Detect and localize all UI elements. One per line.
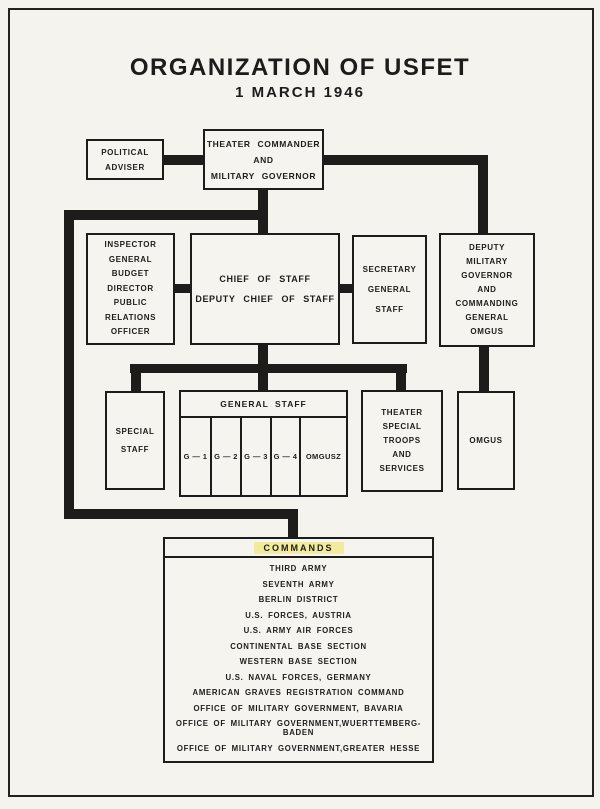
box-omgus: OMGUS [457, 391, 515, 490]
connector-theater-chief [258, 188, 268, 235]
command-item: THIRD ARMY [269, 564, 328, 574]
command-item: U.S. NAVAL FORCES, GERMANY [225, 672, 372, 682]
page-subtitle: 1 MARCH 1946 [235, 84, 365, 101]
general-staff-cells: G — 1 G — 2 G — 3 G — 4 OMGUSZ [181, 418, 346, 495]
page-title: ORGANIZATION OF USFET [129, 54, 471, 81]
general-staff-cell-g2: G — 2 [212, 418, 242, 495]
command-item: OFFICE OF MILITARY GOVERNMENT,WUERTTEMBE… [175, 719, 422, 738]
commands-header: COMMANDS [165, 539, 432, 558]
command-item: AMERICAN GRAVES REGISTRATION COMMAND [192, 688, 405, 698]
connector-left-vertical-bar [64, 210, 74, 519]
box-secretary-general-staff: SECRETARY GENERAL STAFF [352, 235, 427, 344]
command-item: OFFICE OF MILITARY GOVERNMENT, BAVARIA [193, 703, 404, 713]
connector-staffrow-horizontal [130, 364, 407, 373]
connector-chief-secretary [338, 284, 354, 293]
connector-political-theater [162, 155, 205, 165]
command-item: U.S. FORCES, AUSTRIA [245, 610, 352, 620]
connector-commands-horizontal [64, 509, 298, 519]
box-deputy-military-governor: DEPUTY MILITARY GOVERNOR AND COMMANDING … [439, 233, 535, 347]
connector-commands-stub [288, 512, 298, 539]
connector-chief-staffrow [258, 343, 268, 366]
connector-inspector-chief [173, 284, 192, 293]
command-item: OFFICE OF MILITARY GOVERNMENT,GREATER HE… [176, 743, 421, 753]
box-commands: COMMANDS THIRD ARMY SEVENTH ARMY BERLIN … [163, 537, 434, 763]
connector-stub-special-staff [131, 371, 141, 392]
box-general-staff: GENERAL STAFF G — 1 G — 2 G — 3 G — 4 OM… [179, 390, 348, 497]
box-special-staff: SPECIAL STAFF [105, 391, 165, 490]
general-staff-cell-g3: G — 3 [242, 418, 272, 495]
general-staff-cell-g1: G — 1 [181, 418, 212, 495]
box-chief-of-staff: CHIEF OF STAFF DEPUTY CHIEF OF STAFF [190, 233, 340, 345]
commands-list: THIRD ARMY SEVENTH ARMY BERLIN DISTRICT … [165, 558, 432, 759]
general-staff-cell-omgusz: OMGUSZ [305, 452, 342, 461]
commands-header-highlight: COMMANDS [253, 541, 344, 554]
connector-left-branch-horizontal [64, 210, 262, 220]
command-item: U.S. ARMY AIR FORCES [243, 626, 354, 636]
command-item: WESTERN BASE SECTION [239, 657, 358, 667]
box-theater-special-troops: THEATER SPECIAL TROOPS AND SERVICES [361, 390, 443, 492]
connector-theater-deputy-horizontal [322, 155, 488, 165]
command-item: BERLIN DISTRICT [258, 595, 339, 605]
command-item: CONTINENTAL BASE SECTION [230, 641, 367, 651]
box-political-adviser: POLITICAL ADVISER [86, 139, 164, 180]
command-item: SEVENTH ARMY [262, 579, 335, 589]
box-theater-commander: THEATER COMMANDER AND MILITARY GOVERNOR [203, 129, 324, 190]
connector-stub-general-staff [258, 371, 268, 391]
general-staff-cell-g4: G — 4 [272, 418, 301, 495]
connector-stub-theater-troops [396, 371, 406, 391]
box-inspector-general: INSPECTOR GENERAL BUDGET DIRECTOR PUBLIC… [86, 233, 175, 345]
general-staff-header: GENERAL STAFF [181, 392, 346, 418]
connector-theater-deputy-vertical [478, 155, 488, 235]
connector-deputy-omgus [479, 345, 489, 392]
